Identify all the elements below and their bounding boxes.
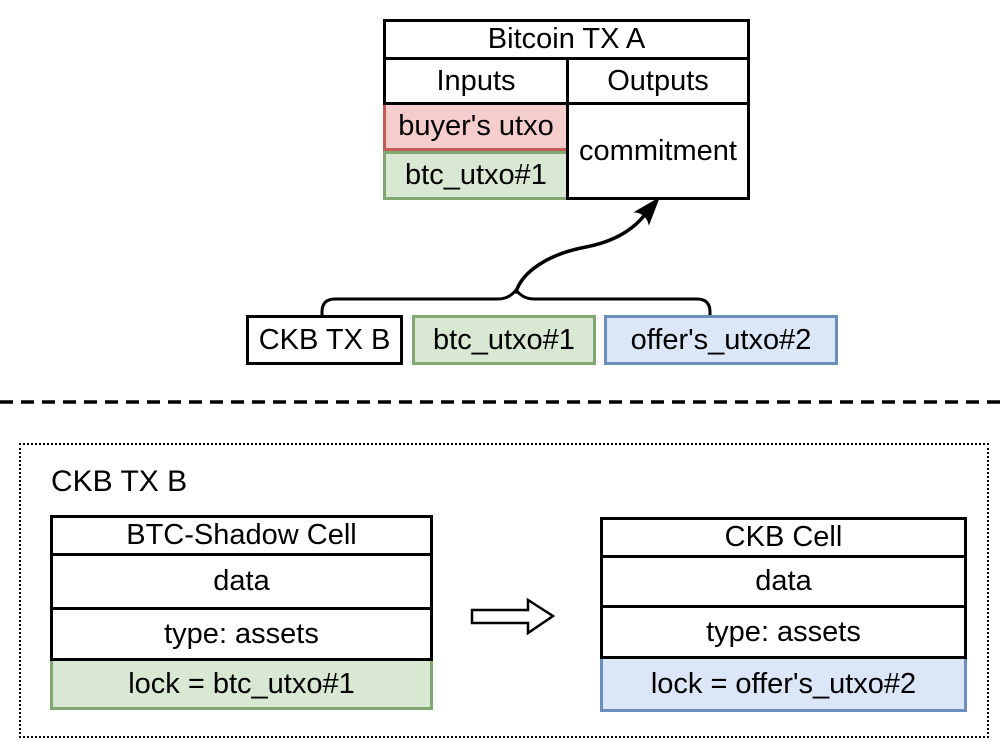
ckb-section-label: CKB TX B bbox=[51, 465, 188, 498]
offers-utxo2-label: offer's_utxo#2 bbox=[630, 323, 812, 356]
data-row-label: data bbox=[213, 565, 270, 597]
input-cell-buyers-utxo: buyer's utxo bbox=[383, 102, 569, 151]
outputs-header: Outputs bbox=[607, 64, 709, 97]
input-cell-label: buyer's utxo bbox=[398, 110, 554, 142]
lock-row-label: lock = btc_utxo#1 bbox=[128, 667, 355, 700]
type-row: type: assets bbox=[600, 605, 967, 659]
output-cell-label: commitment bbox=[579, 134, 737, 167]
btc-utxo1-box: btc_utxo#1 bbox=[412, 315, 596, 365]
offers-utxo2-box: offer's_utxo#2 bbox=[604, 315, 838, 365]
data-row: data bbox=[600, 555, 967, 608]
outputs-header-cell: Outputs bbox=[566, 57, 750, 105]
type-row-label: type: assets bbox=[164, 617, 319, 650]
cell-title: BTC-Shadow Cell bbox=[126, 519, 357, 551]
btc-shadow-cell-table: lock = btc_utxo#1 BTC-Shadow Cell data t… bbox=[50, 515, 433, 710]
lock-row-label: lock = offer's_utxo#2 bbox=[650, 667, 917, 700]
ckb-tx-b-label: CKB TX B bbox=[258, 323, 391, 356]
cell-title-row: CKB Cell bbox=[600, 517, 967, 558]
lock-row-blue: lock = offer's_utxo#2 bbox=[600, 656, 967, 712]
data-row-label: data bbox=[755, 565, 812, 597]
input-cell-label: btc_utxo#1 bbox=[405, 159, 547, 191]
lock-row-green: lock = btc_utxo#1 bbox=[50, 658, 433, 710]
cell-title-row: BTC-Shadow Cell bbox=[50, 515, 433, 556]
transform-arrow-icon bbox=[470, 597, 556, 636]
type-row: type: assets bbox=[50, 607, 433, 661]
commitment-arrowhead-icon bbox=[633, 196, 660, 226]
type-row-label: type: assets bbox=[706, 615, 861, 648]
table-title: Bitcoin TX A bbox=[487, 23, 646, 55]
ckb-tx-b-box: CKB TX B bbox=[246, 315, 403, 365]
input-cell-btc-utxo1: btc_utxo#1 bbox=[383, 151, 569, 200]
table-title-cell: Bitcoin TX A bbox=[383, 19, 750, 60]
ckb-tx-section: CKB TX B bbox=[19, 443, 989, 738]
inputs-header: Inputs bbox=[436, 64, 516, 97]
inputs-header-cell: Inputs bbox=[383, 57, 569, 105]
output-cell-commitment: commitment bbox=[566, 102, 750, 200]
commitment-arrow-icon bbox=[514, 205, 652, 294]
btc-utxo1-label: btc_utxo#1 bbox=[433, 323, 575, 356]
curly-brace-icon bbox=[320, 287, 712, 320]
bitcoin-tx-table: buyer's utxo btc_utxo#1 Bitcoin TX A Inp… bbox=[383, 19, 750, 200]
cell-title: CKB Cell bbox=[724, 521, 843, 553]
ckb-cell-table: lock = offer's_utxo#2 CKB Cell data type… bbox=[600, 517, 967, 712]
data-row: data bbox=[50, 553, 433, 610]
